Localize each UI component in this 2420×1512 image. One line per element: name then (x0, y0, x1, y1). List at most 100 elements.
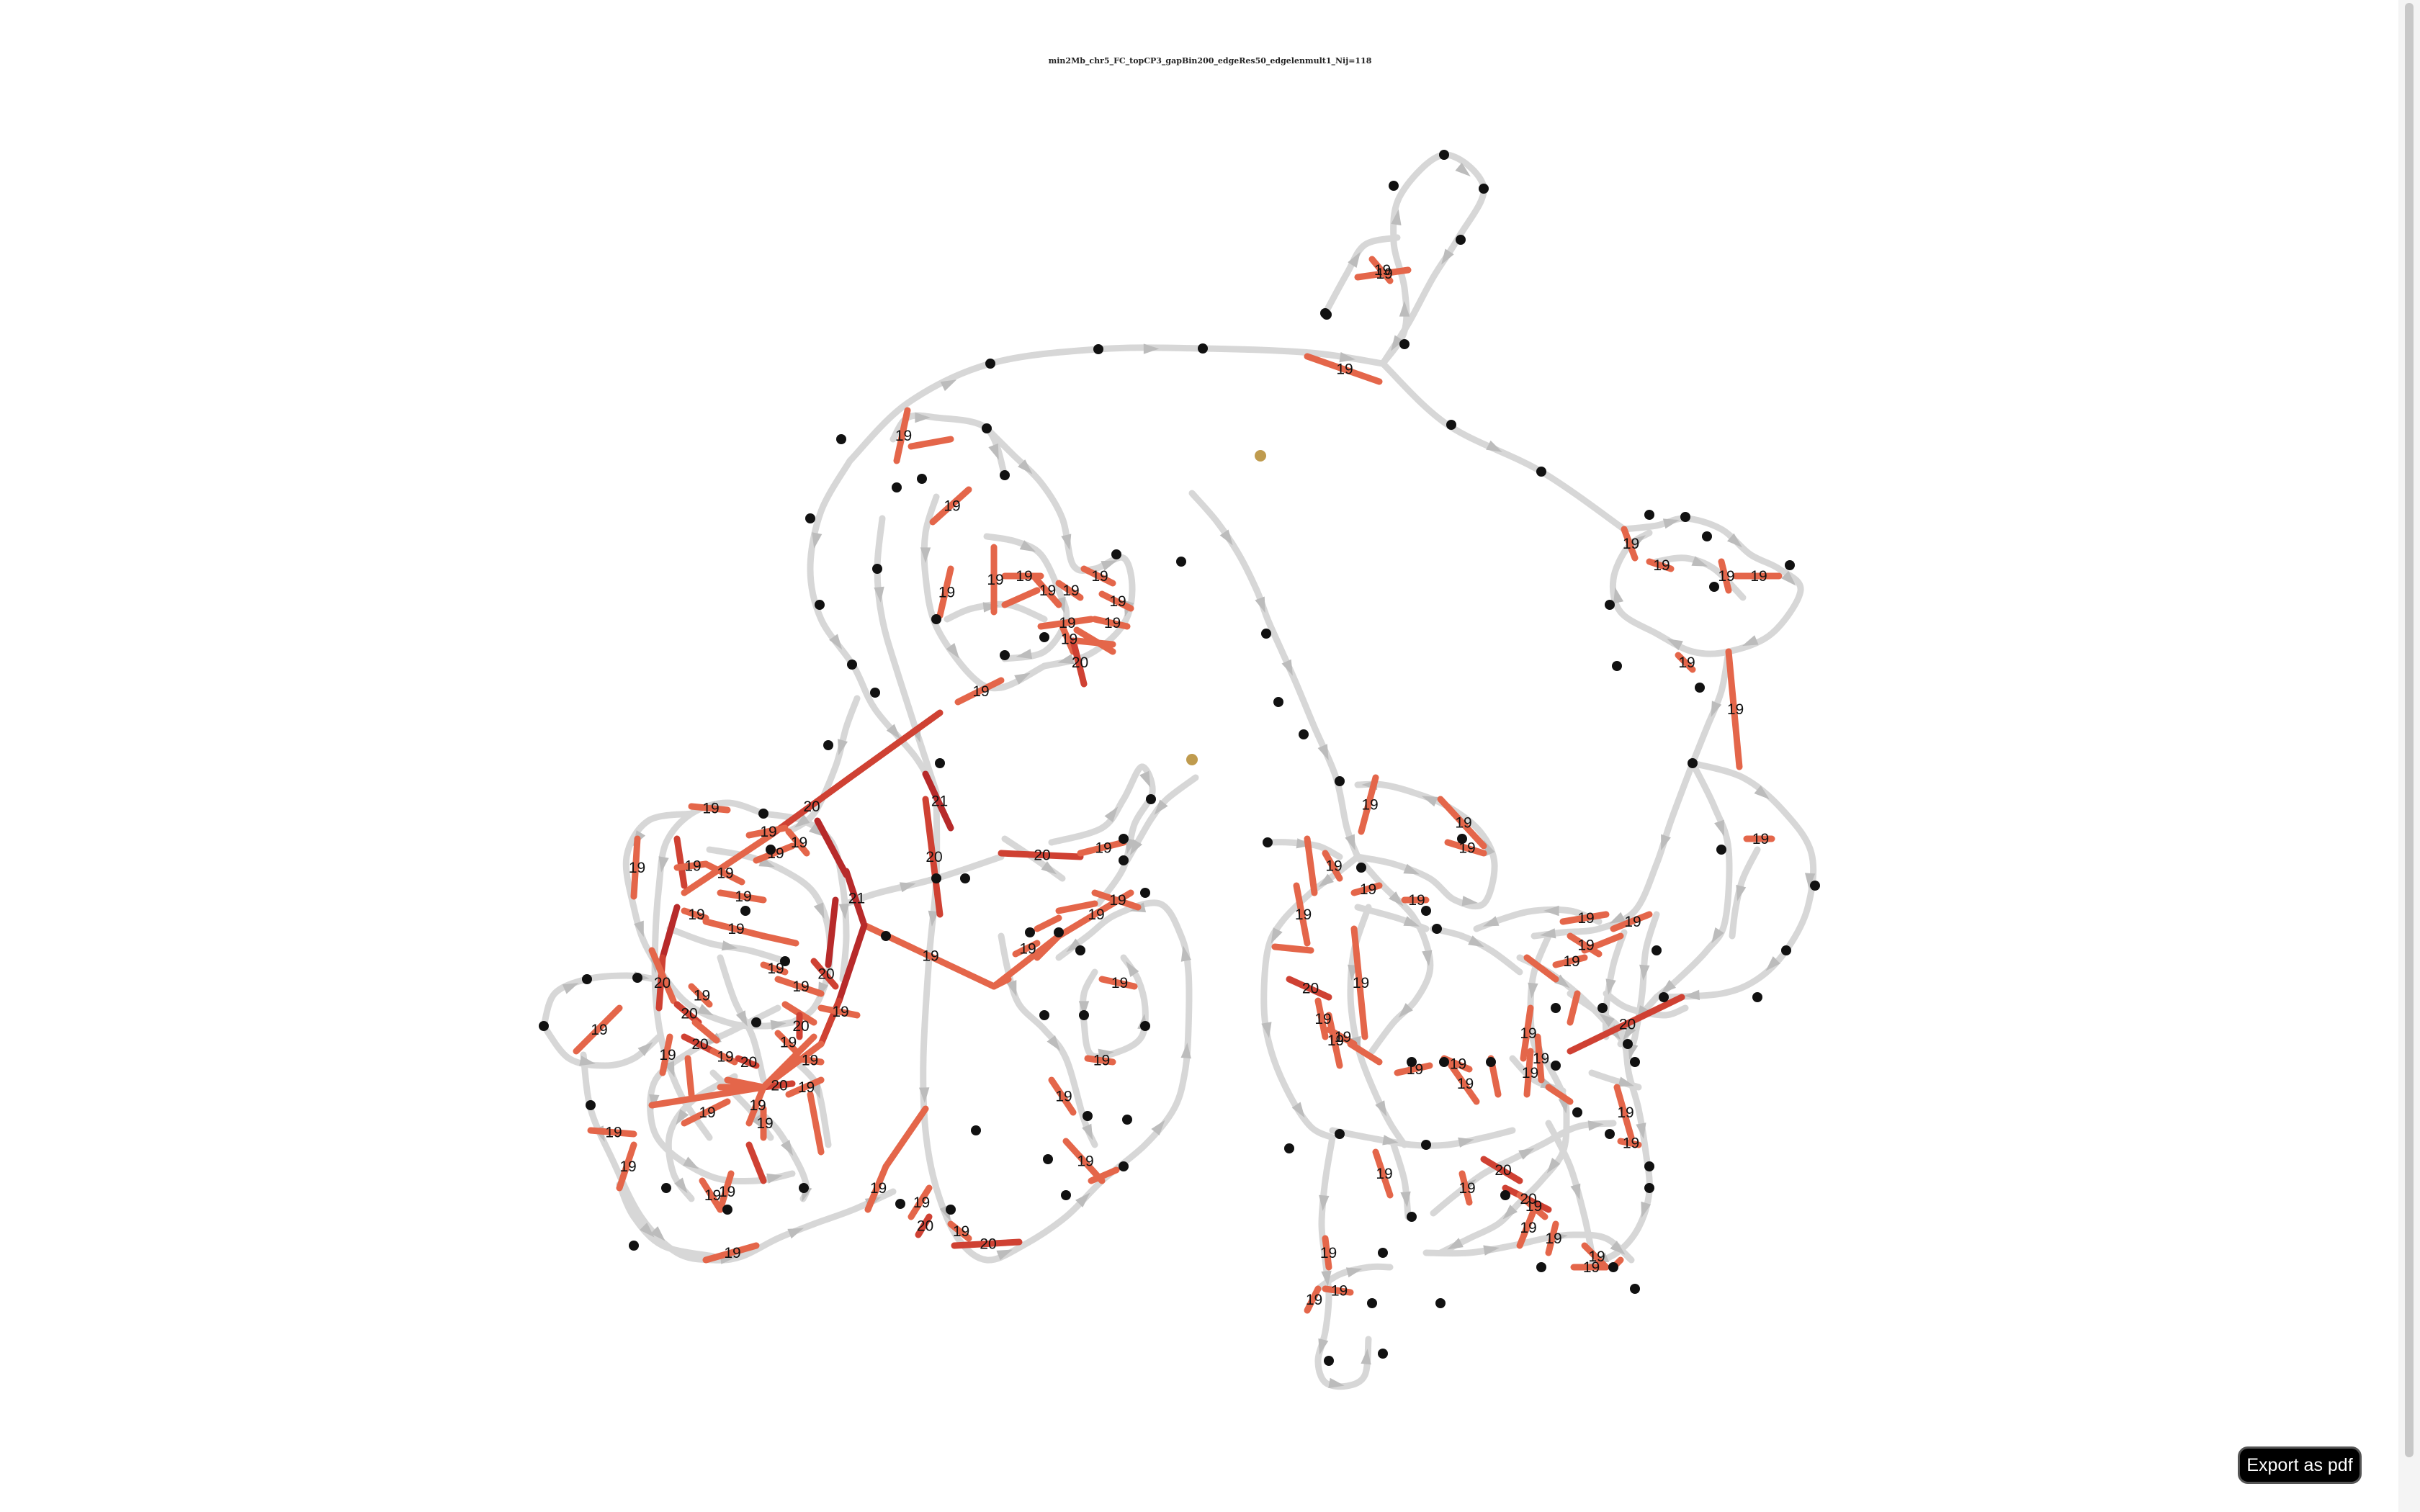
edge-weight-label: 19 (1331, 1283, 1348, 1300)
graph-node (1572, 1107, 1582, 1117)
graph-node (1630, 1057, 1640, 1067)
edge-arrowhead (829, 634, 843, 650)
weighted-edge (1372, 1148, 1394, 1199)
edge-arrowhead (1281, 659, 1293, 676)
weighted-edge (936, 565, 954, 619)
base-edge (1390, 1141, 1412, 1220)
weighted-edge (681, 907, 709, 922)
weighted-edge (1458, 1170, 1473, 1206)
edge-arrowhead (780, 1140, 794, 1156)
edge-arrowhead (1805, 873, 1816, 889)
edge-weight-label: 19 (938, 585, 955, 601)
edge-weight-label: 19 (1095, 840, 1111, 857)
edge-weight-label: 19 (1653, 557, 1670, 574)
edge-weight-label: 19 (1408, 892, 1425, 909)
graph-node (836, 434, 846, 444)
edge-arrowhead (1570, 1183, 1581, 1200)
vertical-scrollbar[interactable] (2398, 0, 2420, 1512)
graph-node (1456, 235, 1466, 245)
edge-weight-label: 20 (817, 966, 834, 983)
scrollbar-thumb[interactable] (2405, 3, 2414, 1457)
weighted-edge (684, 1055, 695, 1098)
weighted-edge (681, 1033, 717, 1055)
edge-arrowhead (1361, 1349, 1371, 1365)
edge-arrowhead (915, 412, 931, 423)
base-edge (983, 425, 1136, 670)
edge-weight-label: 19 (1450, 1056, 1466, 1073)
weighted-edge (1480, 1156, 1523, 1184)
graph-node (1119, 855, 1129, 865)
weighted-edge (1567, 932, 1603, 958)
base-edge (647, 1004, 796, 1185)
weighted-edge (659, 1033, 673, 1076)
graph-node (582, 974, 592, 984)
edge-weight-label: 21 (848, 891, 865, 907)
edge-weight-label: 19 (1533, 1050, 1549, 1067)
base-edge (1531, 760, 1696, 940)
base-edge (1048, 763, 1156, 907)
edge-arrowhead (1711, 701, 1722, 718)
weighted-edge (760, 932, 799, 947)
edge-arrowhead (996, 1249, 1013, 1261)
graph-node (1536, 1262, 1546, 1272)
graph-node (1140, 1021, 1150, 1031)
edge-weight-label: 20 (1072, 654, 1088, 671)
weighted-edge (1034, 932, 1062, 961)
edge-weight-label: 19 (1019, 941, 1036, 958)
base-edge (1729, 846, 1761, 940)
weighted-edge (785, 828, 810, 857)
edge-arrowhead (1328, 1377, 1345, 1388)
edge-weight-label: 19 (1306, 1292, 1322, 1308)
weighted-edge (814, 817, 850, 878)
edge-weight-label: 19 (1458, 1180, 1475, 1197)
edge-arrowhead (940, 379, 957, 392)
weighted-edge (1368, 256, 1394, 284)
edge-arrowhead (1339, 352, 1355, 363)
graph-node (1378, 1349, 1388, 1359)
edge-weight-label: 20 (1034, 847, 1050, 864)
graph-node (1025, 927, 1035, 937)
graph-node (1367, 1298, 1377, 1308)
edge-arrowhead (1421, 796, 1438, 807)
weighted-edge (922, 770, 954, 832)
base-edge (1314, 1134, 1372, 1390)
graph-node (1752, 992, 1762, 1002)
export-pdf-button[interactable]: Export as pdf (2238, 1446, 2362, 1484)
graph-node (722, 1205, 732, 1215)
edge-arrowhead (1458, 1137, 1474, 1148)
weighted-edge (1354, 266, 1412, 281)
edge-arrowhead (899, 882, 916, 893)
base-edge (1260, 853, 1361, 1141)
edge-weight-label: 19 (1088, 906, 1104, 923)
base-edge (920, 493, 1048, 692)
weighted-edge (735, 1055, 760, 1069)
base-edge (1354, 780, 1498, 910)
weighted-edge (1675, 652, 1696, 673)
base-edges (540, 151, 1817, 1390)
edge-arrowhead (1502, 1205, 1518, 1220)
edge-weight-label: 19 (1520, 1220, 1536, 1236)
edge-weight-label: 19 (1727, 701, 1744, 718)
edge-weight-label: 19 (1353, 975, 1369, 991)
edge-arrowhead (1104, 806, 1119, 822)
base-edge (1422, 1231, 1635, 1264)
edge-arrowhead (1599, 1013, 1615, 1027)
graph-node (1435, 1298, 1446, 1308)
edge-arrowhead (928, 910, 938, 927)
graph-node (1000, 650, 1010, 660)
edge-arrowhead (634, 920, 644, 937)
edge-weight-label: 19 (1336, 361, 1353, 378)
edge-weight-label: 19 (767, 845, 784, 862)
weighted-edge (825, 896, 839, 968)
edge-arrowhead (1447, 1238, 1464, 1250)
weighted-edge (681, 1098, 731, 1127)
edge-arrowhead (1261, 1022, 1272, 1038)
edge-weight-label: 19 (972, 683, 989, 700)
edge-arrowhead (1441, 248, 1454, 265)
graph-node (1785, 560, 1795, 570)
weighted-edge (688, 803, 731, 814)
edge-arrowhead (1711, 927, 1724, 944)
edge-weight-label: 19 (798, 1079, 815, 1096)
edge-arrowhead (1400, 1191, 1411, 1207)
